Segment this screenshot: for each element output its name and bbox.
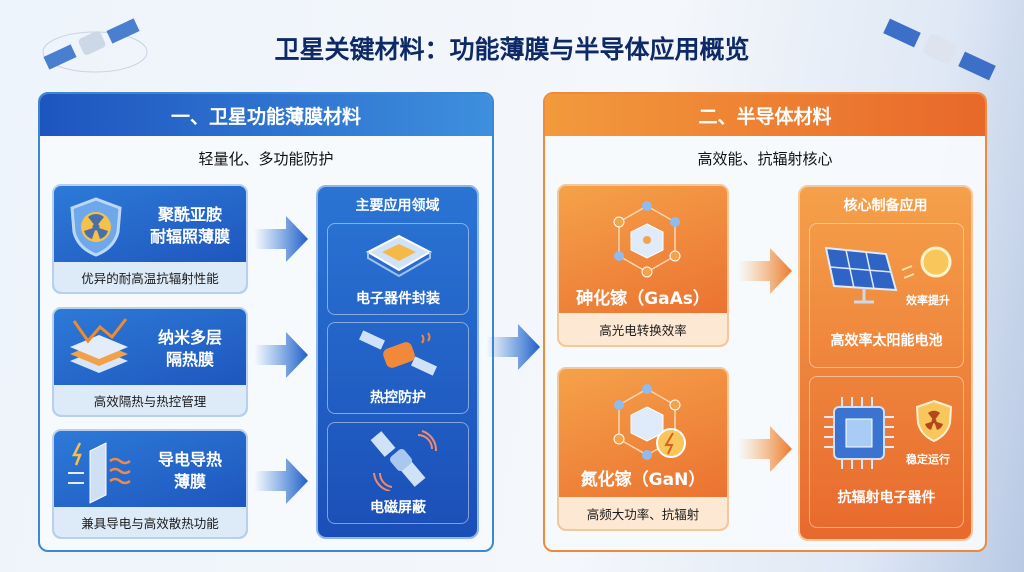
radiation-shield-icon [915,399,953,443]
arrow-right-icon [738,426,792,472]
application-item: 热控防护 [327,322,469,414]
crystal-bolt-icon [613,384,686,460]
radiation-shield-icon [70,197,122,257]
satellite-signal-icon [370,430,438,491]
card-description: 高光电转换效率 [559,313,727,345]
card-description: 兼具导电与高效散热功能 [54,507,246,537]
thin-film-subtitle: 轻量化、多功能防护 [198,150,334,168]
card-title: 导电导热 薄膜 [157,450,222,491]
thin-film-applications-panel: 主要应用领域 电子器件封装 热控防护 电磁屏蔽 [316,185,479,539]
arrow-right-icon [738,248,792,294]
satellite-decoration-icon [42,18,148,73]
applications-header: 核心制备应用 [843,198,928,214]
semiconductor-header: 二、半导体材料 [545,94,985,136]
application-label: 高效率太阳能电池 [830,333,943,349]
card-title: 聚酰亚胺 耐辐照薄膜 [149,205,230,246]
semiconductor-subtitle: 高效能、抗辐射核心 [697,150,833,168]
satellite-decoration-icon [883,18,996,81]
card-title: 纳米多层 隔热膜 [157,328,222,369]
application-label: 电磁屏蔽 [370,500,426,516]
application-label: 抗辐射电子器件 [837,490,936,506]
material-card-conductive: 导电导热 薄膜 兼具导电与高效散热功能 [52,429,248,539]
application-item: 电磁屏蔽 [327,422,469,524]
application-item: 电子器件封装 [327,223,469,315]
material-card-gan: 氮化镓（GaN） 高频大功率、抗辐射 [557,367,729,531]
card-title: 氮化镓（GaN） [580,470,706,490]
application-item: 效率提升 高效率太阳能电池 [809,223,964,368]
card-title: 砷化镓（GaAs） [576,289,710,309]
satellite-heat-icon [359,330,437,376]
application-tag: 效率提升 [906,294,950,307]
material-card-gaas: 砷化镓（GaAs） 高光电转换效率 [557,184,729,347]
conductive-film-icon [68,442,131,504]
material-card-multilayer: 纳米多层 隔热膜 高效隔热与热控管理 [52,307,248,417]
semiconductor-applications-panel: 核心制备应用 效率提升 高效率太阳能电池 稳定运行 抗辐射电子器件 [798,185,973,541]
thin-film-header: 一、卫星功能薄膜材料 [40,94,492,136]
page-title: 卫星关键材料：功能薄膜与半导体应用概览 [274,35,750,64]
card-description: 优异的耐高温抗辐射性能 [54,262,246,292]
application-item: 稳定运行 抗辐射电子器件 [809,376,964,528]
solar-panel-icon [824,246,952,304]
arrow-right-icon [486,324,540,370]
multilayer-film-icon [70,318,128,373]
arrow-right-icon [254,458,308,504]
processor-icon [824,397,894,469]
application-label: 电子器件封装 [356,291,440,307]
arrow-right-icon [254,332,308,378]
applications-header: 主要应用领域 [355,198,440,214]
chip-icon [365,234,433,278]
card-description: 高频大功率、抗辐射 [559,497,727,529]
arrow-right-icon [254,216,308,262]
application-label: 热控防护 [370,390,426,406]
crystal-icon [613,201,681,278]
material-card-polyimide: 聚酰亚胺 耐辐照薄膜 优异的耐高温抗辐射性能 [52,184,248,294]
application-tag: 稳定运行 [906,453,950,466]
card-description: 高效隔热与热控管理 [54,385,246,415]
